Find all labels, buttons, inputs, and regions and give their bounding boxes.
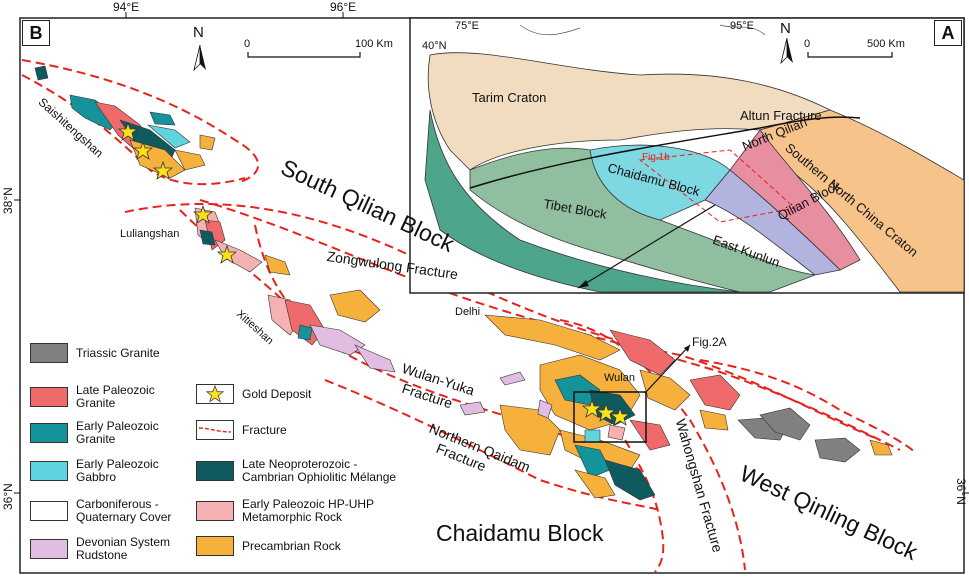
inset-kunlun [469, 147, 816, 293]
star [581, 398, 603, 418]
legend-item: Late Paleozoic Granite [30, 384, 186, 410]
label-fig2a: Fig.2A [692, 335, 727, 349]
legend-swatch [30, 343, 68, 363]
legend-item: Devonian System Rudstone [30, 536, 196, 562]
legend-swatch [196, 461, 234, 481]
scale-bar-main [247, 52, 361, 58]
legend: Triassic Granite Late Paleozoic Granite … [30, 340, 400, 572]
legend-swatch [30, 501, 68, 521]
inset-tibet [424, 109, 741, 293]
legend-item: Early Paleozoic Gabbro [30, 458, 186, 484]
triassic-granite-bodies [737, 407, 893, 463]
scale-main-end: 100 Km [355, 38, 393, 50]
legend-swatch-star [196, 384, 234, 404]
coord-95e: 95°E [730, 20, 754, 32]
legend-item: Early Paleozoic Granite [30, 420, 186, 446]
label-wulan: Wulan [604, 372, 635, 384]
legend-item: Carboniferous - Quaternary Cover [30, 498, 206, 524]
panel-letter-b: B [22, 20, 50, 46]
fig2a-arrow [644, 344, 691, 394]
legend-swatch [196, 501, 234, 521]
star [595, 402, 617, 422]
legend-swatch-fracture [196, 420, 234, 440]
xitieshan-rock-bodies [267, 289, 396, 373]
coordinate-ticks [14, 12, 969, 494]
legend-item: Gold Deposit [196, 384, 311, 404]
legend-item: Late Neoproterozoic - Cambrian Ophioliti… [196, 458, 412, 484]
north-label-inset: N [780, 20, 791, 37]
inset-altun-line [469, 116, 861, 189]
north-label-main: N [193, 24, 204, 41]
star [609, 406, 631, 426]
fracture-line-icon [198, 427, 232, 433]
star [192, 204, 214, 224]
coord-36n-right: 36°N [954, 478, 968, 505]
star [152, 160, 174, 180]
scale-bar-inset [807, 52, 893, 58]
fracture-saishiteng-south [21, 74, 246, 186]
inset-tarim [427, 52, 832, 171]
panel-letter-a: A [934, 20, 962, 46]
fracture-n-qaidam [324, 379, 661, 511]
coord-40n: 40°N [422, 40, 447, 52]
coord-94e: 94°E [113, 0, 140, 14]
label-luliangshan: Luliangshan [120, 228, 180, 240]
legend-item: Precambrian Rock [196, 536, 341, 556]
inset-label-tarim: Tarim Craton [472, 90, 547, 105]
coord-36n-left: 36°N [1, 483, 15, 510]
north-arrow-main [193, 44, 206, 72]
coord-96e: 96°E [330, 0, 357, 14]
coord-38n: 38°N [1, 187, 15, 214]
legend-item: Early Paleozoic HP-UHP Metamorphic Rock [196, 498, 392, 524]
fracture-wulan-yuka [179, 209, 641, 471]
inset-map [409, 17, 965, 294]
fracture-wahongshan [559, 319, 746, 571]
legend-swatch [30, 423, 68, 443]
inset-qilian [704, 169, 841, 276]
star [132, 140, 154, 160]
fracture-saishiteng-north [21, 59, 260, 183]
inset-fig1b-box [638, 149, 797, 223]
label-delhi: Delhi [455, 306, 481, 318]
gold-star-icon [206, 385, 224, 403]
legend-swatch [30, 539, 68, 559]
label-chaidamu-block: Chaidamu Block [436, 520, 604, 546]
scale-inset-zero: 0 [804, 38, 811, 50]
inset-label-altun: Altun Fracture [740, 108, 822, 123]
scale-inset-end: 500 Km [867, 38, 905, 50]
fig2a-box [573, 391, 647, 443]
inset-snc [759, 109, 965, 293]
coord-75e: 75°E [455, 20, 479, 32]
legend-swatch [30, 387, 68, 407]
legend-swatch [30, 461, 68, 481]
inset-link-arrow [577, 204, 716, 289]
legend-swatch [196, 536, 234, 556]
star [117, 121, 139, 141]
star [216, 244, 238, 264]
gold-deposit-stars [117, 121, 631, 426]
fracture-zongwulong [124, 203, 881, 441]
north-arrow-inset [780, 37, 793, 65]
fracture-east-2 [699, 359, 916, 453]
legend-item: Triassic Granite [30, 343, 160, 363]
legend-item: Fracture [196, 420, 287, 440]
scale-main-zero: 0 [244, 38, 251, 50]
fracture-east [599, 389, 665, 573]
inset-label-fig1b: Fig.1b [642, 152, 670, 163]
